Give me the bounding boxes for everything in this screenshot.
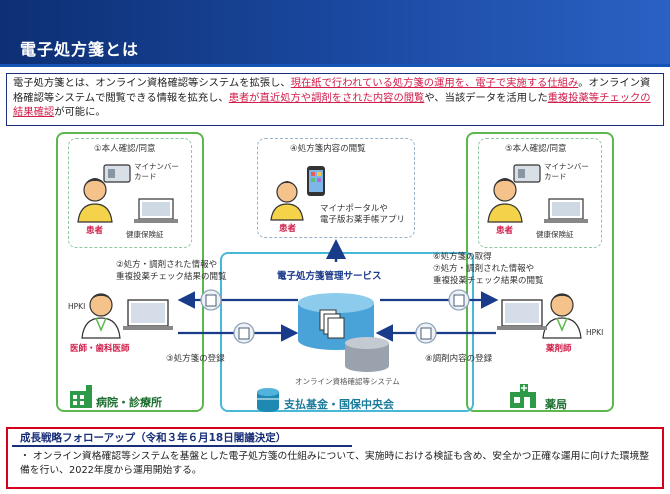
pharmacy-zone (466, 132, 614, 412)
pharmacy-patient-label: 患者 (496, 226, 514, 236)
hospital-pc-icon (123, 299, 173, 330)
step1-label: ①本人確認/同意 (94, 144, 156, 154)
pharmacy-building-icon (510, 384, 536, 408)
pharmacy-card-label: マイナンバー カード (544, 162, 589, 181)
growth-strategy-text: ・ オンライン資格確認等システムを基盤とした電子処方箋の仕組みについて、実施時に… (20, 451, 650, 476)
intro-highlight-1: 現在紙で行われている処方箋の運用を、電子で実施する仕組み (290, 77, 579, 89)
header-rule (0, 64, 670, 67)
intro-text-3: や、当該データを活用した (424, 91, 548, 104)
hospital-zone (56, 132, 204, 412)
intro-highlight-3: 重複投薬等チェックの結果確認 (13, 91, 651, 119)
growth-strategy-title: 成長戦略フォローアップ（令和３年６月18日閣議決定） (20, 432, 287, 444)
service-label: 電子処方箋管理サービス (277, 271, 382, 282)
smartphone-icon (307, 166, 325, 196)
hospital-card-label: マイナンバー カード (134, 162, 179, 181)
oqs-label: オンライン資格確認等システム (295, 377, 400, 386)
intro-text-4: が可能に。 (54, 106, 106, 118)
pharmacy-hpki-label: HPKI (586, 328, 604, 337)
center-database-icon (257, 388, 279, 412)
hospital-hpki-label: HPKI (68, 302, 86, 311)
step7-label-line1: ⑦処方・調剤された情報や (433, 264, 535, 274)
arrow-document-icon (200, 289, 470, 344)
growth-strategy-box (6, 427, 664, 489)
pharmacy-zone-label: 薬局 (545, 398, 567, 411)
step3-label: ③処方箋の登録 (166, 354, 225, 364)
pharmacy-patient-icon (487, 178, 523, 223)
step8-label: ⑧調剤内容の登録 (425, 354, 493, 364)
doctor-label: 医師・歯科医師 (70, 344, 130, 354)
hospital-insurance-label: 健康保険証 (126, 230, 164, 239)
pharmacy-insurance-label: 健康保険証 (536, 230, 574, 239)
intro-box: 電子処方箋とは、オンライン資格確認等システムを拡張し、現在紙で行われている処方箋… (6, 73, 664, 126)
step6-label: ⑥処方箋の取得 (433, 252, 492, 262)
step7-label-line2: 重複投薬チェック結果の閲覧 (433, 276, 544, 286)
hospital-patient-label: 患者 (86, 226, 104, 236)
step4-label: ④処方箋内容の閲覧 (290, 144, 366, 154)
growth-strategy-rule (12, 445, 352, 447)
page-title: 電子処方箋とは (20, 40, 140, 59)
step2-label-line1: ②処方・調剤された情報や (116, 260, 218, 270)
step2-label-line2: 重複投薬チェック結果の閲覧 (116, 272, 227, 282)
portal-label-line2: 電子版お薬手帳アプリ (320, 215, 406, 225)
intro-text-1: 電子処方箋とは、オンライン資格確認等システムを拡張し、 (13, 77, 291, 89)
hospital-building-icon (70, 385, 92, 408)
doctor-icon (81, 293, 121, 339)
portal-label-line1: マイナポータルや (320, 204, 388, 214)
hospital-zone-label: 病院・診療所 (96, 396, 162, 409)
intro-text-2: 。オンライン資格確認等システムで閲覧できる情報を拡充し、 (13, 77, 651, 104)
hospital-reader-icon (134, 198, 178, 223)
oqs-database-icon (345, 337, 389, 372)
pharmacist-label: 薬剤師 (546, 344, 572, 354)
hospital-mynumber-card-icon (103, 164, 131, 183)
hospital-patient-icon (77, 178, 113, 223)
pharmacy-mynumber-card-icon (513, 164, 541, 183)
center-zone-label: 支払基金・国保中央会 (284, 398, 394, 411)
step5-label: ⑤本人確認/同意 (505, 144, 567, 154)
pharmacy-pc-icon (497, 299, 547, 330)
center-patient-label: 患者 (279, 224, 297, 234)
pharmacy-reader-icon (544, 198, 588, 223)
center-patient-icon (270, 181, 304, 221)
intro-highlight-2: 患者が直近処方や調剤をされた内容の閲覧 (228, 91, 425, 104)
pharmacist-icon (542, 293, 582, 339)
header-banner (0, 0, 670, 66)
